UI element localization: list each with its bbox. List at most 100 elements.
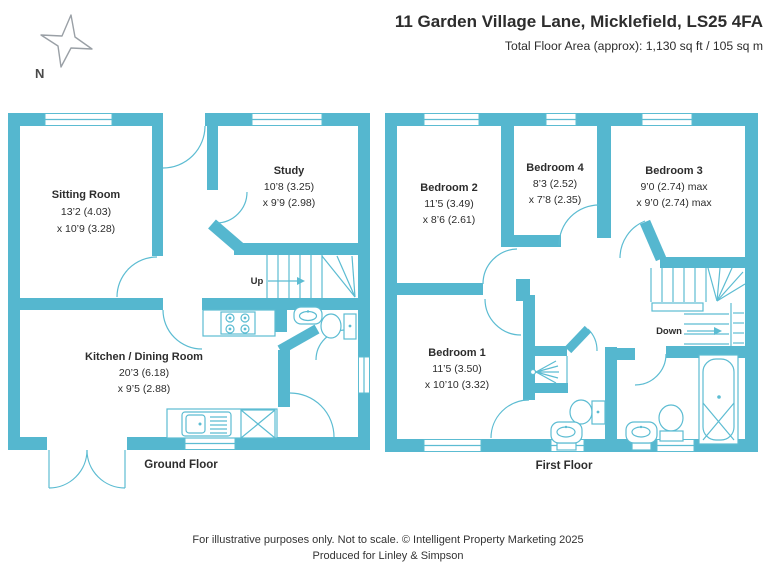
page-title: 11 Garden Village Lane, Micklefield, LS2…: [395, 12, 763, 31]
basin-icon: [625, 421, 658, 451]
footer-disclaimer: For illustrative purposes only. Not to s…: [192, 534, 583, 546]
wall: [535, 346, 567, 356]
wall: [202, 298, 358, 310]
shower-icon: [529, 360, 559, 384]
wall: [525, 383, 568, 393]
stairs-down-label: Down: [656, 326, 682, 337]
room-label-sitting: Sitting Room 13’2 (4.03) x 10’9 (3.28): [52, 189, 121, 235]
first-floor-label: First Floor: [536, 460, 593, 472]
svg-text:x 10’9 (3.28): x 10’9 (3.28): [57, 223, 115, 235]
front-door-opening: [163, 113, 205, 126]
footer-producer: Produced for Linley & Simpson: [312, 550, 463, 562]
sink-icon: [181, 411, 232, 437]
ensuite-door-arc: [587, 328, 598, 352]
toilet-icon: [569, 399, 606, 425]
wall: [358, 113, 370, 450]
french-door-arc: [48, 449, 88, 489]
svg-text:20’3 (6.18): 20’3 (6.18): [119, 367, 169, 379]
appliance-icon: [240, 409, 276, 439]
room-label-kitchen: Kitchen / Dining Room 20’3 (6.18) x 9’5 …: [85, 351, 203, 395]
front-door-arc: [162, 125, 206, 169]
staircase-down: Down: [650, 267, 746, 346]
wall: [8, 113, 20, 450]
svg-text:8’3 (2.52): 8’3 (2.52): [533, 178, 577, 190]
staircase-up: Up: [251, 255, 356, 298]
wall: [275, 310, 287, 332]
french-door-arc: [86, 449, 126, 489]
bed4-door-arc: [558, 204, 600, 246]
compass-north-label: N: [35, 66, 44, 81]
bathroom-door-arc: [634, 353, 667, 386]
wall: [152, 126, 163, 298]
svg-text:x 10’10 (3.32): x 10’10 (3.32): [425, 379, 489, 391]
svg-text:Study: Study: [274, 165, 305, 177]
svg-text:x 9’9 (2.98): x 9’9 (2.98): [263, 197, 316, 209]
room-label-bed1: Bedroom 1 11’5 (3.50) x 10’10 (3.32): [425, 347, 489, 391]
svg-text:x 9’0 (2.74) max: x 9’0 (2.74) max: [636, 197, 712, 209]
wall: [501, 126, 514, 247]
svg-text:10’8 (3.25): 10’8 (3.25): [264, 181, 314, 193]
svg-text:x 7’8 (2.35): x 7’8 (2.35): [529, 194, 582, 206]
french-door-opening: [47, 437, 127, 450]
sitting-door-arc: [116, 256, 158, 298]
bed1-door-arc: [484, 298, 522, 336]
svg-text:11’5 (3.50): 11’5 (3.50): [432, 363, 481, 375]
windows-ground: [44, 113, 370, 450]
windows-first: [423, 113, 695, 452]
room-label-bed2: Bedroom 2 11’5 (3.49) x 8’6 (2.61): [420, 182, 477, 226]
toilet-icon: [320, 313, 357, 340]
bed3-door-arc: [619, 220, 646, 259]
basin-icon: [293, 306, 323, 325]
wc-door-arc: [315, 329, 347, 361]
svg-text:x 9’5 (2.88): x 9’5 (2.88): [118, 383, 171, 395]
study-door-arc: [215, 191, 248, 224]
total-floor-area: Total Floor Area (approx): 1,130 sq ft /…: [505, 39, 763, 53]
wall: [605, 347, 617, 439]
door-arcs-ground: [48, 125, 347, 489]
stair-rail: [651, 302, 704, 312]
svg-text:Bedroom 1: Bedroom 1: [428, 347, 485, 359]
svg-text:13’2 (4.03): 13’2 (4.03): [61, 206, 111, 218]
wall: [605, 348, 635, 360]
up-arrowhead: [297, 277, 305, 285]
bathroom-fixtures: [625, 354, 739, 451]
svg-text:x 8’6 (2.61): x 8’6 (2.61): [423, 214, 476, 226]
basin-icon: [550, 421, 583, 451]
svg-text:Bedroom 2: Bedroom 2: [420, 182, 477, 194]
toilet-icon: [658, 404, 684, 442]
svg-text:Kitchen / Dining Room: Kitchen / Dining Room: [85, 351, 203, 363]
svg-text:11’5 (3.49): 11’5 (3.49): [424, 198, 473, 210]
first-floor-plan: Down: [385, 113, 758, 472]
wall: [385, 113, 397, 452]
room-label-bed4: Bedroom 4 8’3 (2.52) x 7’8 (2.35): [526, 162, 584, 206]
bed3-door-leaf: [639, 219, 667, 262]
wall: [8, 298, 163, 310]
down-arrowhead: [714, 327, 722, 335]
kitchen-fixtures: [166, 309, 278, 439]
kitchen-door-arc: [162, 309, 203, 350]
svg-text:Sitting Room: Sitting Room: [52, 189, 121, 201]
ground-floor-label: Ground Floor: [144, 459, 218, 471]
svg-text:Bedroom 3: Bedroom 3: [645, 165, 702, 177]
ensuite-access-arc: [490, 399, 530, 439]
wall: [278, 350, 290, 407]
wc-fixtures: [293, 306, 357, 340]
wall-diagonal: [277, 324, 320, 355]
ground-floor-walls: [8, 113, 370, 450]
compass-rose-icon: N: [35, 14, 93, 81]
door-arcs-first: [482, 204, 667, 439]
bath-icon: [698, 354, 739, 445]
ensuite-fixtures: [529, 360, 606, 451]
svg-text:9’0 (2.74) max: 9’0 (2.74) max: [640, 181, 708, 193]
ground-floor-plan: Up: [8, 113, 370, 489]
wall: [597, 126, 611, 238]
room-label-study: Study 10’8 (3.25) x 9’9 (2.98): [263, 165, 316, 209]
stairs-up-label: Up: [251, 276, 264, 287]
sitting-door-opening: [152, 256, 163, 298]
wall: [234, 243, 358, 255]
wall: [207, 126, 218, 190]
wall: [397, 283, 483, 295]
ensuite-door-leaf: [564, 325, 592, 354]
wall: [745, 113, 758, 452]
hob-icon: [220, 311, 256, 335]
